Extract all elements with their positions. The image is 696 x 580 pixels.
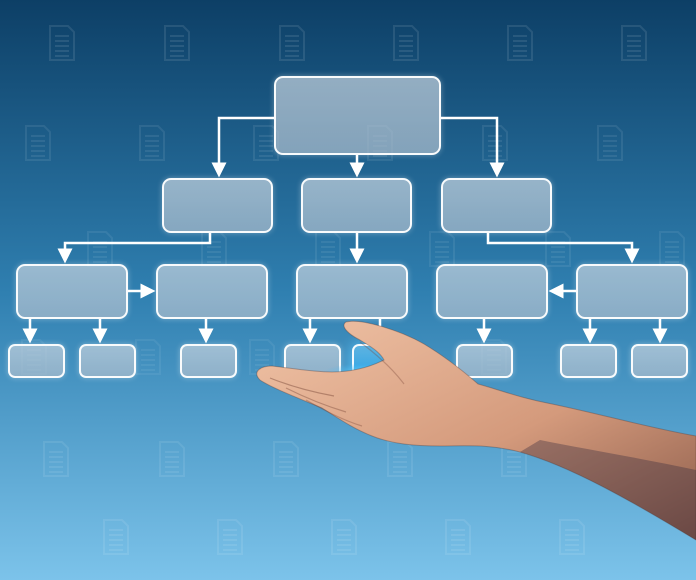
org-node-level3-8 — [631, 344, 688, 378]
org-node-level3-3 — [180, 344, 237, 378]
org-node-root — [274, 76, 441, 155]
org-node-level2-2 — [156, 264, 268, 319]
connector-arrow — [57, 233, 212, 264]
org-node-level3-7 — [560, 344, 617, 378]
connector-arrow — [211, 116, 274, 178]
org-node-level2-4 — [436, 264, 548, 319]
org-node-level3-2 — [79, 344, 136, 378]
connector-arrow — [441, 116, 505, 178]
org-node-level2-3 — [296, 264, 408, 319]
org-node-level3-4 — [284, 344, 341, 378]
org-node-level3-6 — [456, 344, 513, 378]
org-node-level2-5 — [576, 264, 688, 319]
org-node-level3-5-highlighted — [352, 344, 409, 378]
org-node-level2-1 — [16, 264, 128, 319]
org-node-level1-center — [301, 178, 412, 233]
org-node-level3-1 — [8, 344, 65, 378]
org-node-level1-left — [162, 178, 273, 233]
org-node-level1-right — [441, 178, 552, 233]
connector-arrow — [486, 233, 640, 264]
